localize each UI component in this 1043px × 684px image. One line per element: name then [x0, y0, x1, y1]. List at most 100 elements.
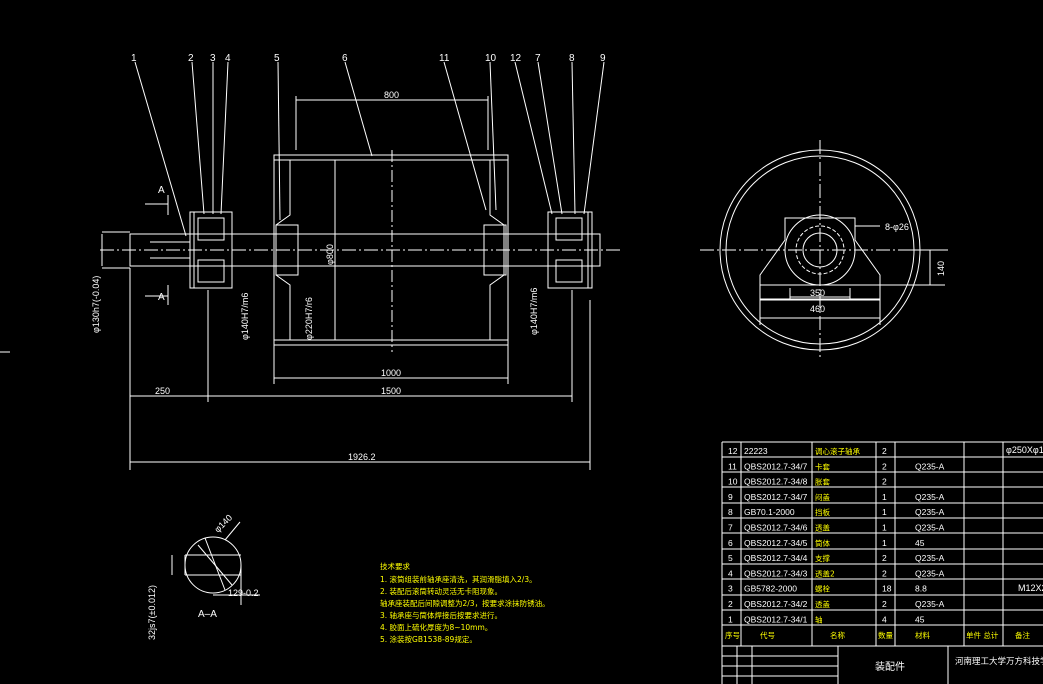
- table-cell-mat: 45: [915, 538, 925, 548]
- part-number: 6: [342, 53, 348, 64]
- table-cell-code: QBS2012.7-34/7: [744, 492, 808, 502]
- table-cell-code: QBS2012.7-34/8: [744, 477, 808, 487]
- table-cell-code: QBS2012.7-34/1: [744, 614, 808, 624]
- table-cell-mat: Q235-A: [915, 507, 945, 517]
- section-mark: A: [158, 185, 165, 196]
- left-bearing-housing: [189, 211, 233, 289]
- table-cell-mat: Q235-A: [915, 568, 945, 578]
- school-name: 河南理工大学万方科技学院: [955, 656, 1043, 666]
- table-cell-qty: 18: [882, 584, 892, 594]
- notes-line: 5. 涂装按GB1538-89规定。: [380, 634, 477, 644]
- section-aa: [184, 536, 242, 594]
- part-number: 7: [535, 53, 541, 64]
- part-number: 4: [225, 53, 231, 64]
- part-number: 11: [439, 53, 450, 64]
- notes-title: 技术要求: [380, 561, 410, 571]
- part-number: 5: [274, 53, 280, 64]
- right-bearing-housing: [547, 211, 593, 289]
- table-cell-name: 透盖2: [815, 568, 835, 578]
- dim-label: 350: [810, 288, 825, 298]
- notes-line: 4. 胶面上硫化厚度为8~10mm。: [380, 622, 492, 632]
- table-cell-mat: 8.8: [915, 584, 927, 594]
- table-cell-no: 9: [728, 492, 733, 502]
- table-cell-qty: 1: [882, 538, 887, 548]
- table-cell-no: 11: [728, 461, 737, 471]
- table-cell-qty: 4: [882, 614, 887, 624]
- notes-line: 轴承座装配后间隙调整为2/3，按要求涂抹防锈油。: [380, 598, 550, 608]
- dim-label: φ140H7/m6: [529, 288, 539, 335]
- table-header-code: 代号: [760, 630, 775, 640]
- table-cell-name: 透盖: [815, 523, 830, 533]
- table-header-no: 序号: [725, 630, 740, 640]
- table-cell-code: GB70.1-2000: [744, 507, 795, 517]
- table-cell-code: QBS2012.7-34/6: [744, 523, 808, 533]
- table-header-name: 名称: [830, 630, 845, 640]
- table-extra: φ250Xφ140: [1006, 445, 1043, 455]
- table-cell-no: 12: [728, 446, 738, 456]
- table-extra: M12X2: [1018, 583, 1043, 593]
- table-cell-qty: 1: [882, 523, 887, 533]
- technical-notes: 技术要求 1. 滚筒组装前轴承座清洗，其润滑脂填入2/3。 2. 装配后滚筒转动…: [380, 561, 550, 644]
- table-cell-name: 透盖: [815, 599, 830, 609]
- table-cell-mat: Q235-A: [915, 492, 945, 502]
- table-cell-code: QBS2012.7-34/3: [744, 568, 808, 578]
- part-number: 1: [131, 53, 137, 64]
- table-cell-qty: 2: [882, 461, 887, 471]
- table-cell-qty: 1: [882, 492, 887, 502]
- table-cell-name: 筒体: [815, 538, 830, 548]
- dimension-labels: 800 1000 1500 250 1926.2 φ130h7(-0.04) φ…: [91, 90, 946, 640]
- part-number: 10: [485, 53, 497, 64]
- notes-line: 2. 装配后滚筒转动灵活无卡阻现象。: [380, 586, 502, 596]
- part-number: 12: [510, 53, 522, 64]
- table-cell-qty: 2: [882, 553, 887, 563]
- table-cell-mat: 45: [915, 614, 925, 624]
- part-number-labels: 1 2 3 4 5 6 11 10 12 7 8 9: [131, 53, 606, 64]
- section-mark: A: [158, 292, 165, 303]
- dim-label: φ140H7/m6: [240, 293, 250, 340]
- table-cell-name: 螺栓: [815, 584, 830, 594]
- table-cell-code: QBS2012.7-34/7: [744, 461, 808, 471]
- table-header-weight: 单件 总计: [966, 630, 999, 640]
- dim-label: 800: [384, 90, 399, 100]
- dim-label: 250: [155, 386, 170, 396]
- dim-label: 140: [936, 261, 946, 276]
- table-cell-no: 6: [728, 538, 733, 548]
- table-cell-code: QBS2012.7-34/5: [744, 538, 808, 548]
- dim-label: φ800: [325, 244, 335, 265]
- dim-label: 32js7(±0.012): [147, 585, 157, 640]
- table-cell-name: 调心滚子轴承: [815, 446, 860, 456]
- parts-table-grid: [721, 441, 1043, 684]
- notes-line: 3. 轴承座与筒体焊接后按要求进行。: [380, 610, 502, 620]
- part-number: 3: [210, 53, 216, 64]
- table-cell-no: 10: [728, 477, 738, 487]
- table-cell-code: GB5782-2000: [744, 584, 797, 594]
- dim-label: 1000: [381, 368, 401, 378]
- dim-label: 1926.2: [348, 452, 376, 462]
- table-header-qty: 数量: [878, 630, 893, 640]
- table-cell-mat: Q235-A: [915, 599, 945, 609]
- table-cell-mat: Q235-A: [915, 461, 945, 471]
- dim-label: φ140: [212, 513, 234, 535]
- table-header-note: 备注: [1015, 630, 1031, 640]
- table-cell-qty: 2: [882, 599, 887, 609]
- table-cell-name: 卡套: [815, 461, 830, 471]
- table-cell-mat: Q235-A: [915, 523, 945, 533]
- part-number: 9: [600, 53, 606, 64]
- part-number: 2: [188, 53, 194, 64]
- table-cell-qty: 2: [882, 446, 887, 456]
- part-number: 8: [569, 53, 575, 64]
- table-cell-no: 1: [728, 614, 733, 624]
- table-cell-code: QBS2012.7-34/4: [744, 553, 808, 563]
- table-cell-qty: 2: [882, 568, 887, 578]
- notes-line: 1. 滚筒组装前轴承座清洗，其润滑脂填入2/3。: [380, 574, 537, 584]
- table-cell-no: 8: [728, 507, 733, 517]
- table-cell-name: 胀套: [815, 477, 830, 487]
- dim-label: 460: [810, 304, 825, 314]
- table-cell-no: 3: [728, 584, 733, 594]
- section-title: A–A: [198, 609, 217, 620]
- table-cell-code: QBS2012.7-34/2: [744, 599, 808, 609]
- table-cell-qty: 2: [882, 477, 887, 487]
- table-cell-name: 轴: [815, 614, 823, 624]
- table-cell-name: 支撑: [815, 553, 830, 563]
